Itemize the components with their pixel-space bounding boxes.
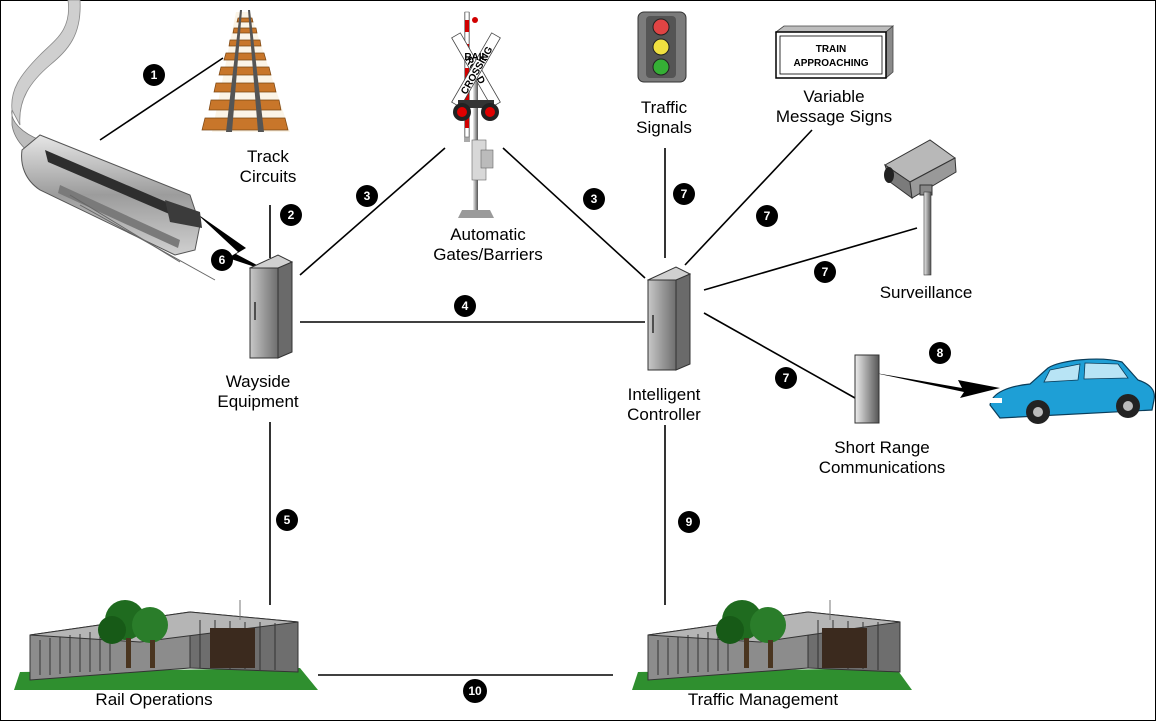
vms-label: Variable Message Signs (776, 87, 892, 127)
rail-operations-building-icon (14, 600, 318, 690)
traffic-signal-icon (637, 11, 687, 83)
badge-7c: 7 (814, 261, 836, 283)
badge-6: 6 (211, 249, 233, 271)
badge-label: 7 (783, 371, 790, 385)
label-line: Signals (636, 118, 692, 137)
number-badges: 1 2 3 3 4 5 6 7 7 7 7 8 9 10 (143, 64, 951, 703)
badge-label: 3 (364, 189, 371, 203)
label-line: Intelligent (627, 385, 701, 404)
gates-label: Automatic Gates/Barriers (433, 225, 543, 265)
badge-label: 9 (686, 515, 693, 529)
label-line: Gates/Barriers (433, 245, 543, 264)
badge-label: 8 (937, 346, 944, 360)
badge-10: 10 (463, 679, 487, 703)
badge-1: 1 (143, 64, 165, 86)
badge-7b: 7 (756, 205, 778, 227)
src-label: Short Range Communications (819, 438, 946, 478)
train-icon (11, 0, 216, 281)
controller-label: Intelligent Controller (627, 385, 701, 425)
vms-sign-text: TRAIN (816, 44, 847, 55)
label-line: Equipment (217, 392, 299, 411)
badge-label: 6 (219, 253, 226, 267)
crossing-gate-icon: ROAD CROSSING RAIL (451, 11, 501, 218)
badge-7a: 7 (673, 183, 695, 205)
rail-operations-label: Rail Operations (95, 690, 212, 710)
label-line: Automatic (450, 225, 526, 244)
beacon-icon (854, 354, 880, 424)
traffic-management-building-icon (632, 600, 912, 690)
lightning-bolt-icon (196, 213, 270, 272)
badge-label: 2 (288, 208, 295, 222)
track-circuits-label: Track Circuits (240, 147, 297, 187)
badge-label: 5 (284, 513, 291, 527)
link-src-controller (703, 312, 856, 399)
badge-label: 7 (681, 187, 688, 201)
badge-7d: 7 (775, 367, 797, 389)
badge-label: 10 (468, 684, 482, 698)
connection-lines (99, 57, 918, 676)
surveillance-label: Surveillance (880, 283, 973, 303)
badge-label: 1 (151, 68, 158, 82)
badge-5: 5 (276, 509, 298, 531)
surveillance-camera-icon (884, 139, 957, 276)
car-icon (989, 358, 1155, 424)
badge-9: 9 (678, 511, 700, 533)
label-line: Rail Operations (95, 690, 213, 709)
wayside-label: Wayside Equipment (217, 372, 298, 412)
badge-label: 7 (822, 265, 829, 279)
label-line: Message Signs (775, 107, 893, 126)
badge-4: 4 (454, 295, 476, 317)
vms-sign-text: APPROACHING (793, 58, 868, 69)
link-wayside-gates (299, 147, 446, 276)
label-line: Communications (818, 458, 946, 477)
label-line: Short Range (834, 438, 930, 457)
label-line: Controller (627, 405, 701, 424)
badge-label: 7 (764, 209, 771, 223)
badge-2: 2 (280, 204, 302, 226)
badge-8: 8 (929, 342, 951, 364)
label-line: Traffic (640, 98, 688, 117)
link-train-track (99, 57, 224, 141)
badge-label: 4 (462, 299, 469, 313)
wayside-cabinet-icon (248, 254, 294, 359)
crossing-sign-text: RAIL (464, 52, 487, 63)
badge-3b: 3 (583, 188, 605, 210)
badge-3: 3 (356, 185, 378, 207)
link-gates-controller (502, 147, 646, 279)
label-line: Surveillance (879, 283, 973, 302)
label-line: Circuits (239, 167, 297, 186)
track-icon (201, 10, 290, 132)
label-line: Wayside (225, 372, 291, 391)
link-vms-controller (684, 129, 813, 266)
label-line: Track (247, 147, 289, 166)
traffic-management-label: Traffic Management (688, 690, 838, 710)
traffic-signals-label: Traffic Signals (636, 98, 692, 138)
badge-label: 3 (591, 192, 598, 206)
label-line: Traffic Management (687, 690, 839, 709)
message-sign-icon: TRAIN APPROACHING (774, 25, 895, 79)
controller-cabinet-icon (646, 266, 692, 371)
link-surveillance-controller (703, 227, 918, 291)
lightning-bolt-icon (870, 372, 1000, 398)
label-line: Variable (803, 87, 865, 106)
